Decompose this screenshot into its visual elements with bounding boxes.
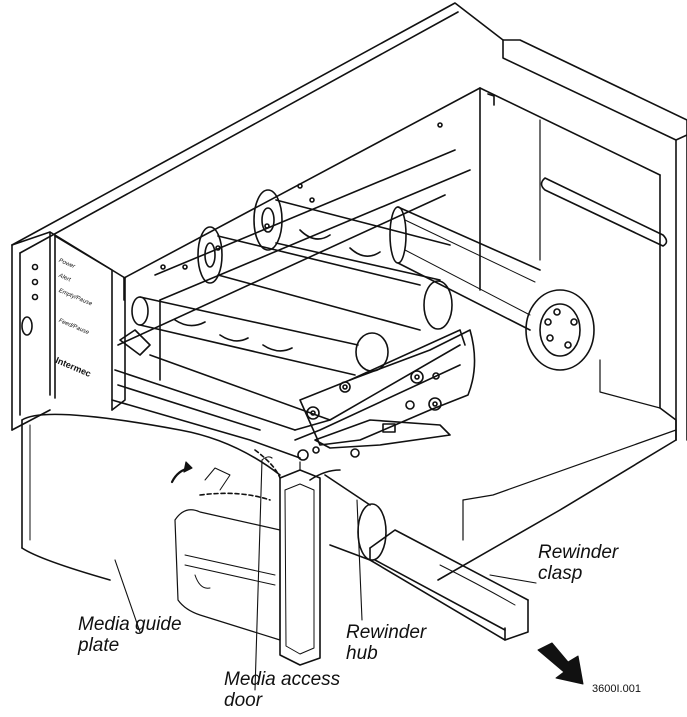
callout-line: Media access <box>224 669 341 690</box>
callout-rewinder-clasp: Rewinder clasp <box>538 542 618 584</box>
callout-line: plate <box>78 635 120 656</box>
figure-reference: 3600I.001 <box>592 683 641 695</box>
callout-line: Media guide <box>78 614 182 635</box>
rotation-arrow-head-icon <box>183 461 193 473</box>
printer-cabinet <box>11 2 687 581</box>
printhead-assembly <box>111 149 476 461</box>
rewinder-spindle <box>389 206 595 371</box>
power-led-icon <box>31 263 39 271</box>
rewinder-hub <box>309 469 387 561</box>
callout-line: clasp <box>538 563 583 584</box>
callout-line: hub <box>346 643 378 664</box>
callout-media-access-door: Media access door <box>224 669 340 711</box>
media-guide-plate <box>21 413 301 641</box>
feed-button-icon <box>21 316 33 336</box>
removal-arrow-icon <box>537 642 584 685</box>
callout-line: Rewinder <box>346 622 427 643</box>
media-access-door <box>199 449 321 666</box>
alert-led-icon <box>31 278 39 286</box>
leader-lines <box>114 456 537 691</box>
rewinder-clasp <box>369 529 529 641</box>
callout-media-guide-plate: Media guide plate <box>78 614 182 656</box>
callout-line: Rewinder <box>538 542 619 563</box>
ribbon-roller-back <box>197 189 453 331</box>
empty-led-icon <box>31 293 39 301</box>
ribbon-roller-front <box>131 296 389 376</box>
callout-rewinder-hub: Rewinder hub <box>346 622 426 664</box>
callout-line: door <box>224 690 263 711</box>
front-panel <box>11 231 126 431</box>
